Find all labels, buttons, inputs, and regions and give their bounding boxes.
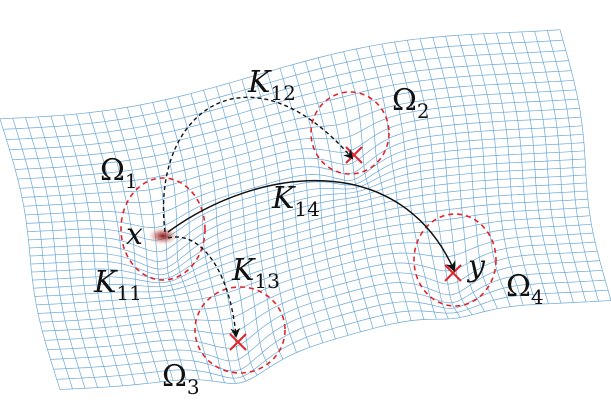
mesh-line [521, 31, 574, 303]
omega4-circle [413, 213, 497, 307]
mesh-line [31, 182, 587, 280]
mesh-line [21, 107, 580, 198]
mesh-line [23, 116, 582, 207]
mesh-line [546, 30, 599, 302]
mesh-line [6, 50, 566, 140]
mesh-line [9, 60, 569, 151]
mesh-line [39, 232, 594, 323]
arrow-k12 [162, 96, 354, 233]
target-point-label: y [466, 249, 486, 284]
mesh-line [19, 98, 578, 189]
target-cross-omega3 [229, 333, 247, 351]
k12-label: K12 [247, 65, 296, 105]
mesh-line [29, 158, 586, 262]
mesh-line [496, 33, 549, 304]
mesh-line [33, 198, 588, 289]
mesh-line [534, 31, 587, 303]
mesh-line [53, 279, 606, 372]
mesh-line [37, 223, 592, 314]
mesh-line [44, 250, 598, 341]
source-point-label: x [126, 217, 143, 252]
arrow-k13 [167, 236, 241, 338]
omega3-label: Ω3 [162, 359, 200, 399]
mesh-line [559, 29, 611, 301]
omega2-label: Ω2 [392, 83, 430, 123]
mesh-line [37, 116, 98, 388]
mesh-line [17, 89, 576, 180]
omega2-circle [310, 91, 390, 175]
mesh-line [27, 142, 584, 241]
omega4-label: Ω4 [506, 269, 544, 309]
mesh-line [47, 260, 600, 351]
arrow-k14 [167, 179, 456, 272]
mesh-line [190, 93, 247, 382]
source-point-glow [148, 227, 178, 245]
mesh-line [29, 166, 586, 270]
mesh-line [15, 79, 574, 170]
mesh-line [203, 90, 258, 376]
k11-label: K11 [93, 265, 142, 305]
mesh-line [0, 29, 561, 120]
omega3-circle [194, 286, 286, 374]
mesh-line [56, 289, 609, 380]
mesh-line [36, 215, 591, 306]
mesh-line [30, 174, 587, 276]
mesh-line [59, 300, 611, 390]
mesh-line [3, 39, 563, 130]
omega1-label: Ω1 [100, 153, 138, 193]
mesh-line [42, 241, 596, 332]
mesh-line [508, 32, 562, 304]
mesh-line [34, 206, 589, 297]
mesh-line [25, 117, 86, 389]
k14-label: K14 [271, 181, 320, 221]
k13-label: K13 [231, 253, 280, 293]
mesh-line [50, 269, 603, 362]
mesh-line [32, 190, 588, 284]
mesh-line [28, 150, 585, 253]
mesh-line [26, 133, 584, 228]
warped-surface-mesh [0, 29, 611, 390]
omega1-circle [120, 177, 206, 281]
mesh-line [25, 125, 583, 216]
